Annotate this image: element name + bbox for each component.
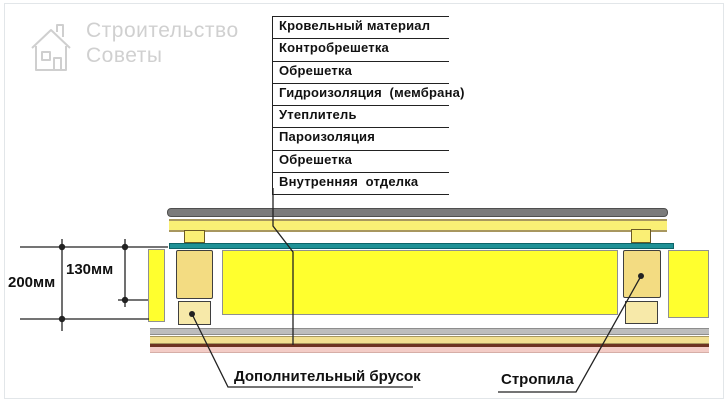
layer-label-vapor-barrier: Пароизоляция <box>273 127 449 149</box>
dim-dot <box>58 315 66 323</box>
labels-leader-line <box>272 188 294 345</box>
house-icon <box>31 24 71 71</box>
callout-dot <box>189 311 195 317</box>
rafter-leader <box>498 275 642 393</box>
layer-label-batten-top: Обрешетка <box>273 60 449 83</box>
dimension-rafter-depth: 130мм <box>66 261 114 278</box>
layer-label-roofing: Кровельный материал <box>273 16 449 38</box>
additional-bar-leader <box>191 313 413 388</box>
rafter-left <box>176 250 213 299</box>
logo-line2: Советы <box>86 44 163 67</box>
dim-dot <box>121 296 129 304</box>
insulation-main-block <box>222 250 618 315</box>
dimension-total-depth: 200мм <box>8 274 56 291</box>
site-logo: Строительство Советы <box>24 18 239 76</box>
callout-additional-bar: Дополнительный брусок <box>234 368 421 385</box>
layer-label-batten-bottom: Обрешетка <box>273 149 449 172</box>
layer-label-interior-finish: Внутренняя отделка <box>273 172 449 194</box>
insulation-left-end <box>148 249 165 322</box>
vapor-barrier-layer <box>150 328 709 335</box>
interior-finish-layer <box>150 347 709 353</box>
roofing-material-layer <box>167 208 668 217</box>
layer-label-list: Кровельный материал Контробрешетка Обреш… <box>272 16 464 196</box>
callout-dot <box>638 273 644 279</box>
layer-label-insulation: Утеплитель <box>273 105 449 127</box>
bottom-batten-layer <box>150 336 709 344</box>
counterbatten-block-right <box>631 229 651 243</box>
dim-dot <box>58 243 66 251</box>
additional-bar-right <box>625 301 658 324</box>
layer-label-counterbatten: Контробрешетка <box>273 38 449 60</box>
insulation-right-block <box>668 250 709 318</box>
logo-text: Строительство Советы <box>86 18 239 68</box>
dim-dot <box>121 243 129 251</box>
finish-divider-line <box>150 344 709 347</box>
layer-label-waterproofing: Гидроизоляция (мембрана) <box>273 82 464 105</box>
waterproofing-membrane-layer <box>169 243 674 249</box>
batten-strip-layer <box>169 219 667 232</box>
logo-line1: Строительство <box>86 19 239 42</box>
callout-rafter: Стропила <box>501 371 574 388</box>
counterbatten-block-left <box>184 230 205 243</box>
